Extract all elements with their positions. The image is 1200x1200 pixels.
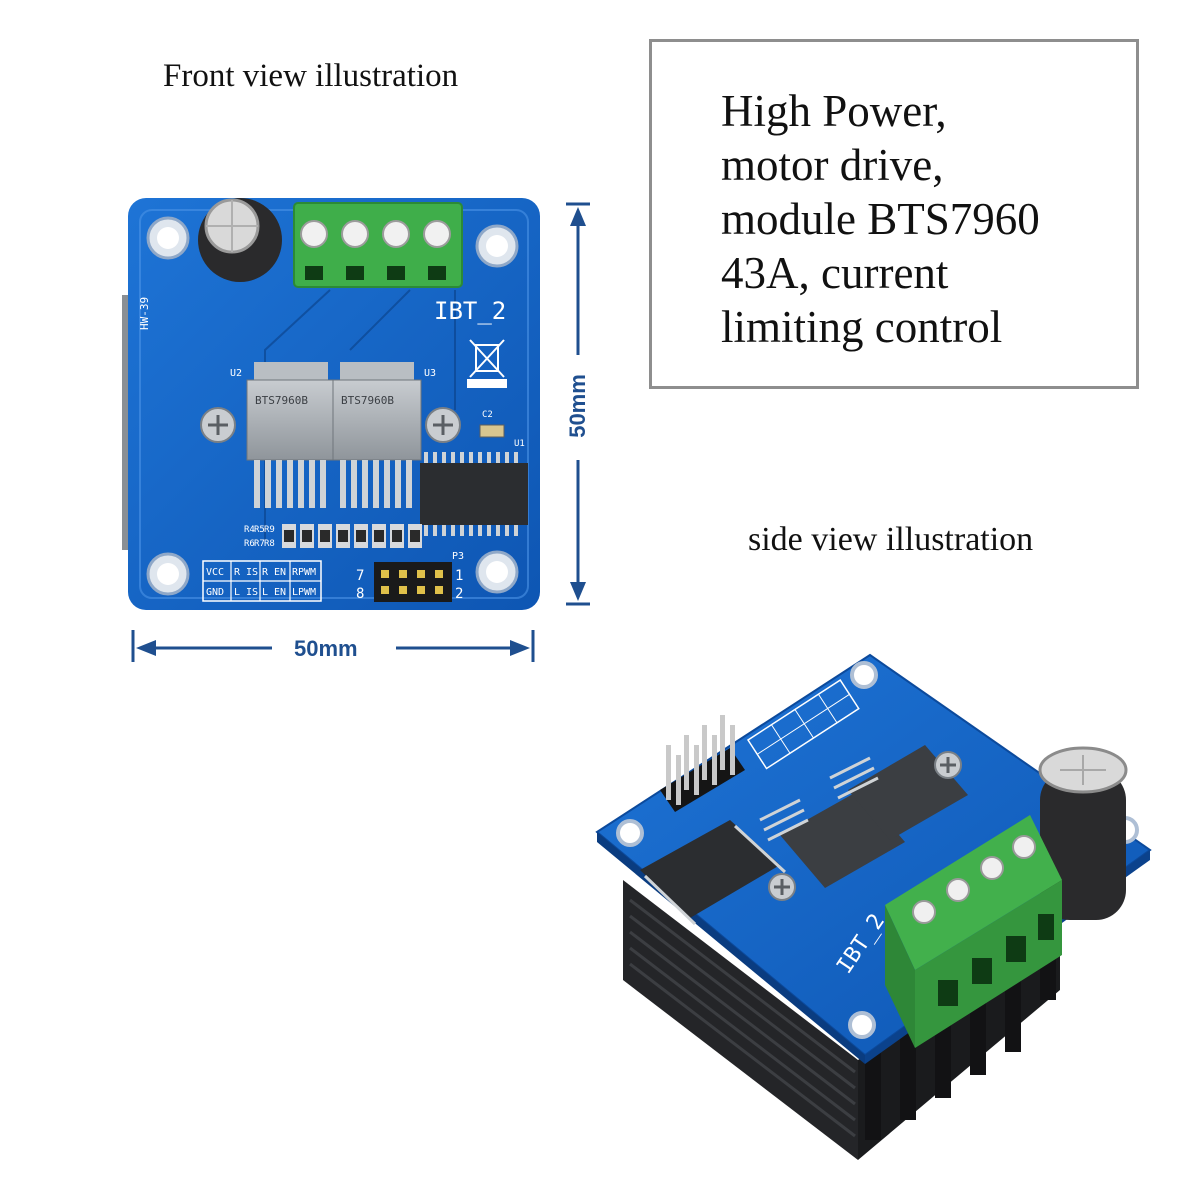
heatsink-edge (122, 295, 130, 550)
model-label: HW-39 (138, 297, 151, 330)
side-terminal-block (885, 815, 1062, 1048)
description-line: limiting control (721, 302, 1003, 352)
side-logic-chip (640, 820, 787, 926)
logic-chip (420, 452, 528, 536)
weee-symbol (467, 339, 507, 388)
side-pin-table (746, 679, 860, 770)
screw (200, 407, 461, 443)
resistor-label: R6 (244, 539, 255, 549)
resistor-label: R4 (244, 525, 255, 535)
side-pin-header (660, 715, 745, 812)
description-line: module BTS7960 (721, 194, 1040, 244)
resistor-label: R8 (264, 539, 275, 549)
board-name-label: IBT_2 (434, 297, 506, 325)
chip-marking: BTS7960B (341, 394, 394, 407)
description-line: motor drive, (721, 140, 944, 190)
pin-label: L IS (234, 587, 258, 598)
width-dimension-label: 50mm (294, 636, 358, 661)
resistor-label: R9 (264, 525, 275, 535)
chip-marking: BTS7960B (255, 394, 308, 407)
description-line: High Power, (721, 86, 947, 136)
dimension-lines (131, 202, 590, 662)
pin-number: 2 (455, 586, 463, 602)
resistor-row (282, 524, 422, 548)
pin-header (374, 562, 452, 602)
pin-number: 7 (356, 568, 364, 584)
description-line: 43A, current (721, 248, 949, 298)
mounting-hole (146, 216, 519, 596)
designator-u2: U2 (230, 368, 242, 379)
designator-c2: C2 (482, 410, 493, 420)
pin-label: GND (206, 587, 224, 598)
pin-number: 1 (455, 568, 463, 584)
capacitor (198, 198, 282, 282)
pin-label: R EN (262, 567, 286, 578)
pin-table: VCC R IS R EN RPWM GND L IS L EN LPWM (202, 560, 322, 602)
screw (768, 751, 962, 901)
resistor-labels: R4 R5 R6 R7 R8 R9 (244, 525, 275, 549)
designator-p3: P3 (452, 551, 464, 562)
pin-label: R IS (234, 567, 258, 578)
designator-u1: U1 (514, 439, 525, 449)
resistor-label: R5 (254, 525, 265, 535)
terminal-block (293, 202, 463, 288)
pin-label: VCC (206, 567, 224, 578)
designator-u3: U3 (424, 368, 436, 379)
smd-capacitor (479, 424, 505, 438)
pin-label: RPWM (292, 567, 316, 578)
side-board: IBT_2 (595, 653, 1152, 1160)
pin-label: L EN (262, 587, 286, 598)
pin-label: LPWM (292, 587, 316, 598)
pin-number: 8 (356, 586, 364, 602)
description-box: High Power, motor drive, module BTS7960 … (649, 39, 1139, 389)
height-dimension-label: 50mm (565, 374, 590, 438)
resistor-label: R7 (254, 539, 265, 549)
bts-chip-right: BTS7960B (332, 362, 422, 508)
front-view-caption: Front view illustration (163, 58, 459, 94)
front-board: IBT_2 HW-39 U2 U3 C2 U1 P3 BTS7960B (122, 198, 540, 610)
bts-chip-left: BTS7960B (246, 362, 336, 508)
side-view-caption: side view illustration (748, 521, 1034, 558)
